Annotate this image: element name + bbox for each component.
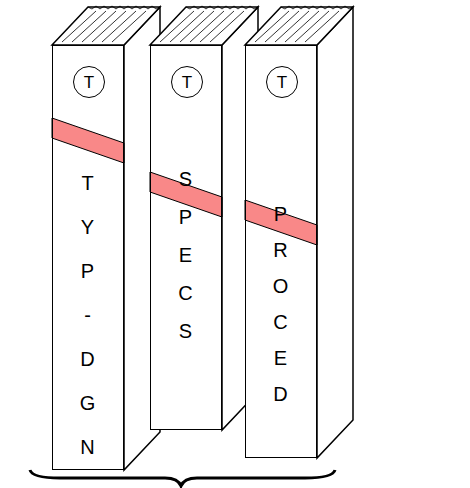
tab-circle: T [266, 66, 298, 98]
circle-letter: T [182, 74, 192, 91]
page-edges [62, 6, 160, 42]
tab-circle: T [171, 66, 203, 98]
spine-label: PROCED [272, 196, 290, 412]
circle-letter: T [84, 74, 94, 91]
binder-top [52, 7, 160, 45]
spine-fill [150, 45, 222, 430]
page-edges [255, 6, 353, 42]
binder-side [317, 7, 353, 458]
binder-spine: SPECS T [150, 45, 222, 430]
circle-letter: T [277, 74, 287, 91]
spine-label: TYP-DGN [79, 161, 97, 469]
spine-fill [52, 45, 124, 470]
binder-top [245, 7, 353, 45]
spine-fill [245, 45, 317, 458]
red-band [52, 118, 124, 163]
binder-3 [245, 6, 353, 458]
page-edges [160, 6, 258, 42]
binder-top [150, 7, 258, 45]
spine-label: SPECS [177, 160, 195, 350]
binder-1 [52, 6, 160, 470]
tab-circle: T [73, 66, 105, 98]
curly-brace [30, 470, 335, 486]
binder-spine: TYP-DGN T [52, 45, 124, 470]
binder-spine: PROCED T [245, 45, 317, 458]
binder-2 [150, 6, 258, 430]
